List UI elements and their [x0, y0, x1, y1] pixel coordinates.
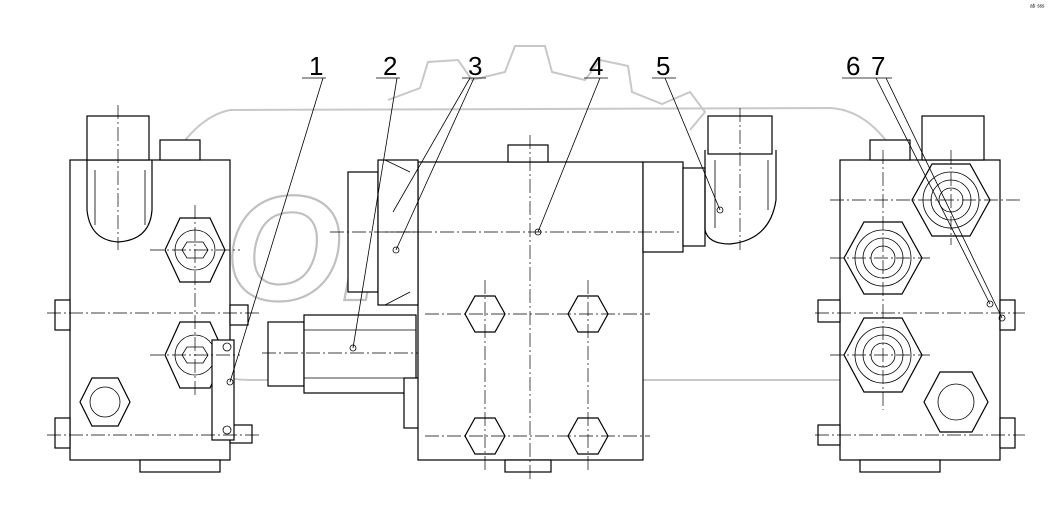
- callout-5: 5: [656, 51, 670, 81]
- callout-leaders: [226, 77, 1006, 386]
- middle-cartridge: [262, 314, 465, 429]
- left-valve-block: [47, 105, 262, 473]
- callout-7: 7: [871, 51, 885, 81]
- right-valve-block: [815, 115, 1025, 473]
- callout-2: 2: [383, 51, 397, 81]
- callout-1: 1: [309, 51, 323, 81]
- callout-4: 4: [589, 51, 603, 81]
- callout-3: 3: [468, 51, 482, 81]
- callout-6: 6: [846, 51, 860, 81]
- middle-valve-body: [330, 108, 777, 480]
- corner-mark: ᵃᵇ ˢˢˢ: [1030, 4, 1045, 11]
